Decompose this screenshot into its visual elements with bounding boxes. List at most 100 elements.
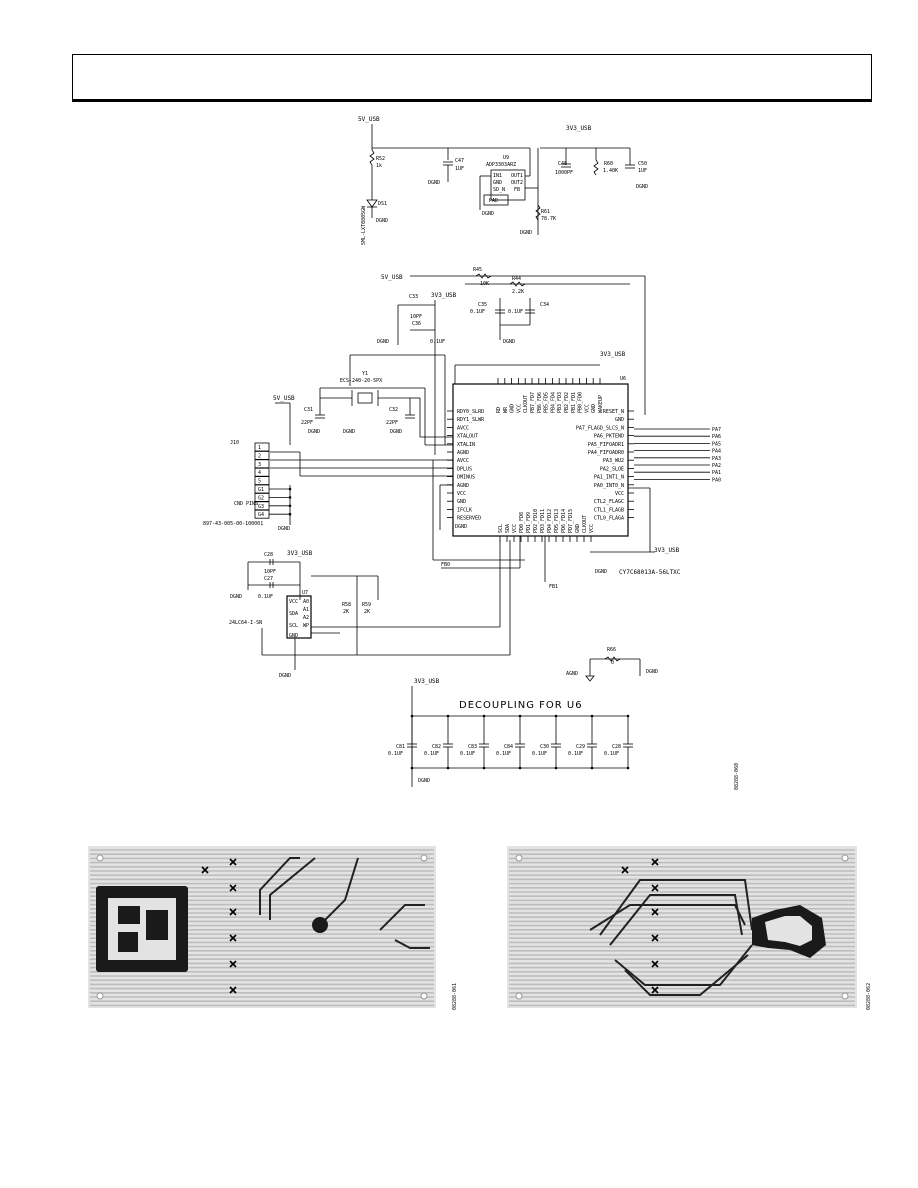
u7-pin-a1: A1 [303,607,309,613]
u6-left-pin-7: DPLUS [457,466,472,472]
c27-ref: C27 [264,576,273,582]
u6-net-3v3: 3V3_USB [600,351,626,358]
decap-c30-value: 0.1UF [532,751,547,757]
u6-bottom-gnd: DGND [595,569,607,575]
u9-pin-sd: SD_N [493,187,505,193]
decap-c84-value: 0.1UF [496,751,511,757]
decap-c29-value: 0.1UF [568,751,583,757]
c32-ref: C32 [389,407,398,413]
u6-top-pin-15: WAKEUP [598,395,604,413]
u7-pin-sda: SDA [289,611,298,617]
j10-pin-box-2 [254,459,270,469]
c32-value: 22PF [386,420,398,426]
u6-bottom-pin-3: PD0_FD8 [519,512,525,533]
u9-pin-out1: OUT1 [511,173,523,179]
j10-pin-3: 3 [258,462,261,468]
u6-right-pin-5: PA4_FIFOADR0 [588,450,624,456]
u6-net-pa0: PA0 [712,477,721,483]
u7-pin-scl: SCL [289,623,298,629]
r66-value: 0 [611,660,614,666]
u7-pin-a0: A0 [303,599,309,605]
j10-gnd: DGND [278,526,290,532]
u6-bottom-pin-13: VCC [589,524,595,533]
u6-left-pin-1: RDY1_SLWR [457,417,485,423]
decap-c82-ref: C82 [432,744,441,750]
u6-bottom-pin-2: VCC [512,524,518,533]
j10-pin-2: 2 [258,453,261,459]
c33-value: 10PF [410,314,422,320]
y1-gnd: DGND [343,429,355,435]
u6-top-pin-14: GND [591,404,597,413]
r66-ref: R66 [607,647,616,653]
r66-right-net: DGND [646,669,658,675]
u6-bottom-pin-0: SCL [498,524,504,533]
u6-left-pin-5: AGND [457,450,469,456]
c27-value: 0.1UF [258,594,273,600]
u6-net-3v3-right: 3V3_USB [654,547,680,554]
u6-right-pin-1: GND [615,417,624,423]
c47-gnd: DGND [428,180,440,186]
c34-value: 0.1UF [508,309,523,315]
u7-pin-a2: A2 [303,615,309,621]
u6-net-pa3: PA3 [712,456,721,462]
u6-left-pin-10: VCC [457,491,466,497]
page-header-box [72,54,872,102]
u6-net-pa2: PA2 [712,463,721,469]
c28-ref: C28 [264,552,273,558]
c36-ref: C36 [412,321,421,327]
u6-bottom-pin-12: CLKOUT [582,515,588,533]
c48-ref: C48 [558,161,567,167]
u6-bottom-pin-1: SDA [505,524,511,533]
u6-left-pin-9: AGND [457,483,469,489]
net-5v-usb-label: 5V_USB [358,116,380,123]
j10-pin-5: 5 [258,479,261,485]
j10-pin-g2: G2 [258,495,264,501]
u9-pin-out2: OUT2 [511,180,523,186]
u6-right-pin-7: PA2_SLOE [600,466,624,472]
c47-ref: C47 [455,158,464,164]
u6-left-pin-11: GND [457,499,466,505]
y1-ref: Y1 [362,371,368,377]
u6-right-pin-12: CTL1_FLAGB [594,507,624,513]
u6-right-pin-labels: RESET_NGNDPA7_FLAGD_SLCS_NPA6_PKTENDPA5_… [576,409,634,522]
u6-net-pa7: PA7 [712,427,721,433]
u6-left-gnd: DGND [455,524,467,530]
j10-ref: J10 [230,440,239,446]
u6-right-pin-4: PA5_FIFOADR1 [588,442,624,448]
c36-value: 0.1UF [430,339,445,345]
r58-value: 2K [343,609,349,615]
eeprom-section: C28 10PF 3V3_USB C27 0.1UF DGND U7 24LC6… [229,540,511,679]
r59-value: 2K [364,609,370,615]
u9-pin-fb: FB [514,187,520,193]
c33-gnd: DGND [377,339,389,345]
u6-bottom-pin-5: PD2_FD10 [533,509,539,533]
mcu-net-3v3: 3V3_USB [431,292,457,299]
ds1-ref: DS1 [378,201,387,207]
eeprom-gnd: DGND [279,673,291,679]
decap-c83-ref: C83 [468,744,477,750]
decap-c30-ref: C30 [540,744,549,750]
y1-part: ECS-240-20-5PX [340,378,382,384]
u6-left-pin-3: XTALOUT [457,434,478,440]
r60-value: 1.40K [603,168,618,174]
j10-pin-g4: G4 [258,512,264,518]
u6-top-pin-3: VCC [516,404,522,413]
r66-section: R66 0 AGND DGND [566,647,658,682]
c50-ref: C50 [638,161,647,167]
u6-top-pin-10: PB2_FD2 [564,392,570,413]
r45-ref: R45 [473,267,482,273]
u6-top-pin-12: PB0_FD0 [578,392,584,413]
u7-pin-gnd: GND [289,633,298,639]
u6-net-pa6: PA6 [712,434,721,440]
u9-gnd: DGND [482,211,494,217]
u6-right-pin-11: CTL2_FLAGC [594,499,624,505]
u6-top-pin-9: PB3_FD3 [557,392,563,413]
j10-gnd-label: CND PINS [234,501,258,507]
u7-ref: U7 [302,590,308,596]
c47-value: 1UF [455,166,464,172]
u9-pin-pad: PAD [489,198,498,204]
eeprom-gnd-left: DGND [230,594,242,600]
